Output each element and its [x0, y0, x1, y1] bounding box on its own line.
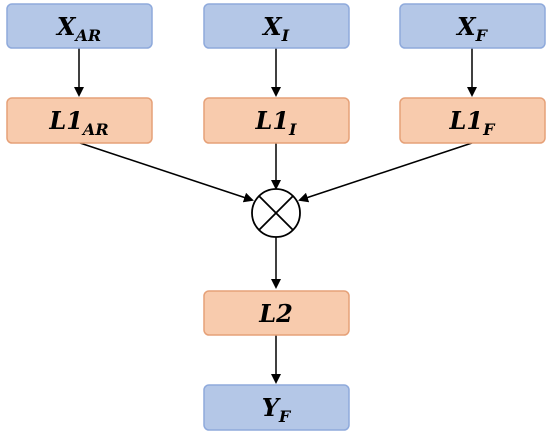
node-l1-ar: L1AR: [6, 97, 153, 144]
svg-text:YF: YF: [262, 393, 292, 426]
node-l1-ar-box: [6, 97, 153, 144]
svg-text:XAR: XAR: [55, 12, 101, 45]
node-l1-f: L1F: [399, 97, 546, 144]
node-l1-f-main: L1: [449, 106, 484, 135]
node-l1-ar-main: L1: [48, 106, 83, 135]
svg-text:L1I: L1I: [254, 106, 297, 139]
node-x-ar-main: X: [55, 12, 77, 41]
node-x-i-sub: I: [281, 26, 290, 45]
node-x-ar-box: [6, 3, 153, 49]
node-l1-i: L1I: [203, 97, 350, 144]
multiply-cross-b: [258, 195, 294, 231]
node-l1-i-main: L1: [254, 106, 289, 135]
node-x-f-main: X: [455, 12, 477, 41]
node-l2-main: L2: [258, 299, 293, 328]
node-x-i: XI: [203, 3, 350, 49]
edge-l1f-mult: [298, 142, 473, 203]
node-l1-i-box: [203, 97, 350, 144]
svg-text:L1AR: L1AR: [48, 106, 108, 139]
svg-text:L1F: L1F: [449, 106, 497, 139]
node-l1-f-box: [399, 97, 546, 144]
node-x-f-sub: F: [475, 26, 489, 45]
node-x-i-box: [203, 3, 350, 49]
svg-text:XI: XI: [261, 12, 290, 45]
node-x-f-box: [399, 3, 546, 49]
edges: [74, 48, 477, 384]
node-x-i-main: X: [261, 12, 283, 41]
node-l1-ar-sub: AR: [81, 120, 109, 139]
multiply-operator: [251, 188, 301, 238]
edge-l1ar-mult: [79, 142, 254, 203]
node-y-f-box: [203, 384, 350, 431]
node-l2-box: [203, 290, 350, 336]
node-y-f: YF: [203, 384, 350, 431]
node-x-ar: XAR: [6, 3, 153, 49]
node-y-f-sub: F: [278, 407, 292, 426]
node-y-f-main: Y: [262, 393, 282, 422]
node-x-f: XF: [399, 3, 546, 49]
node-l2: L2: [203, 290, 350, 336]
node-l1-f-sub: F: [482, 120, 496, 139]
node-l1-i-sub: I: [288, 120, 297, 139]
node-x-ar-sub: AR: [73, 26, 101, 45]
svg-text:XF: XF: [455, 12, 489, 45]
svg-text:L2: L2: [258, 299, 293, 328]
